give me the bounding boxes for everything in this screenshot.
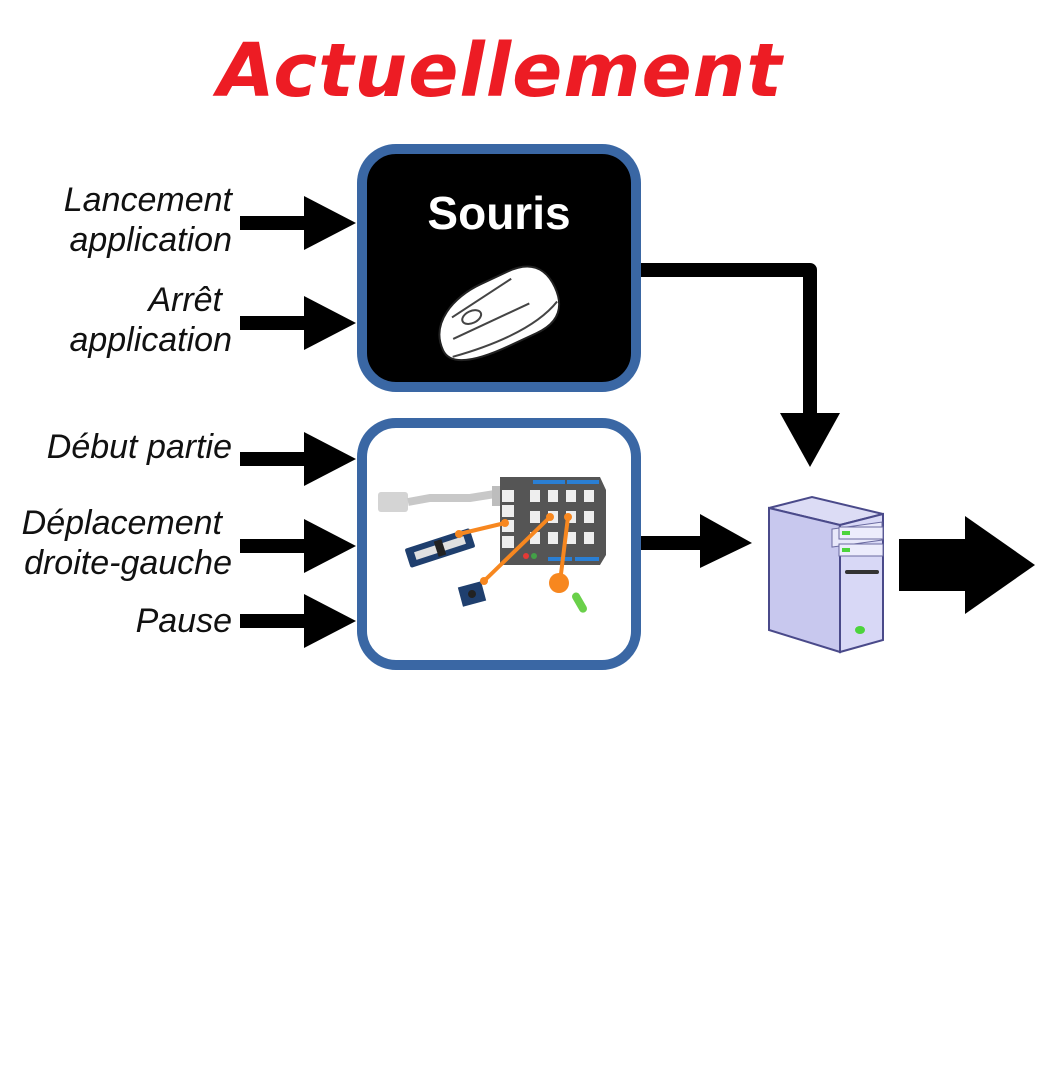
label-line: application — [69, 321, 232, 359]
arrow-mouse-to-computer — [641, 263, 840, 467]
input-label-lancement: Lancement application — [10, 180, 232, 260]
output-arrow — [899, 516, 1035, 614]
label-line: Déplacement — [21, 504, 222, 542]
arrow-lancement — [240, 196, 356, 250]
grove-board-icon — [378, 477, 606, 613]
arrow-debut-partie — [240, 432, 356, 486]
arrow-board-to-computer — [641, 514, 752, 568]
label-line: Pause — [135, 602, 232, 640]
label-line: Arrêt — [148, 281, 222, 319]
input-label-deplacement: Déplacement droite-gauche — [0, 503, 232, 583]
input-label-pause: Pause — [0, 601, 232, 641]
diagram-title: Actuellement — [217, 28, 783, 114]
mouse-block — [357, 144, 641, 392]
label-line: droite-gauche — [24, 544, 232, 582]
arrow-arret — [240, 296, 356, 350]
arrow-deplacement — [240, 519, 356, 573]
computer-tower-icon — [768, 495, 884, 654]
label-line: application — [69, 221, 232, 259]
arrow-pause — [240, 594, 356, 648]
mouse-block-label: Souris — [427, 187, 571, 239]
input-label-arret: Arrêt application — [10, 280, 232, 360]
mouse-icon — [438, 265, 561, 362]
label-line: Début partie — [46, 428, 232, 466]
label-line: Lancement — [63, 181, 232, 219]
input-label-debut-partie: Début partie — [0, 427, 232, 467]
